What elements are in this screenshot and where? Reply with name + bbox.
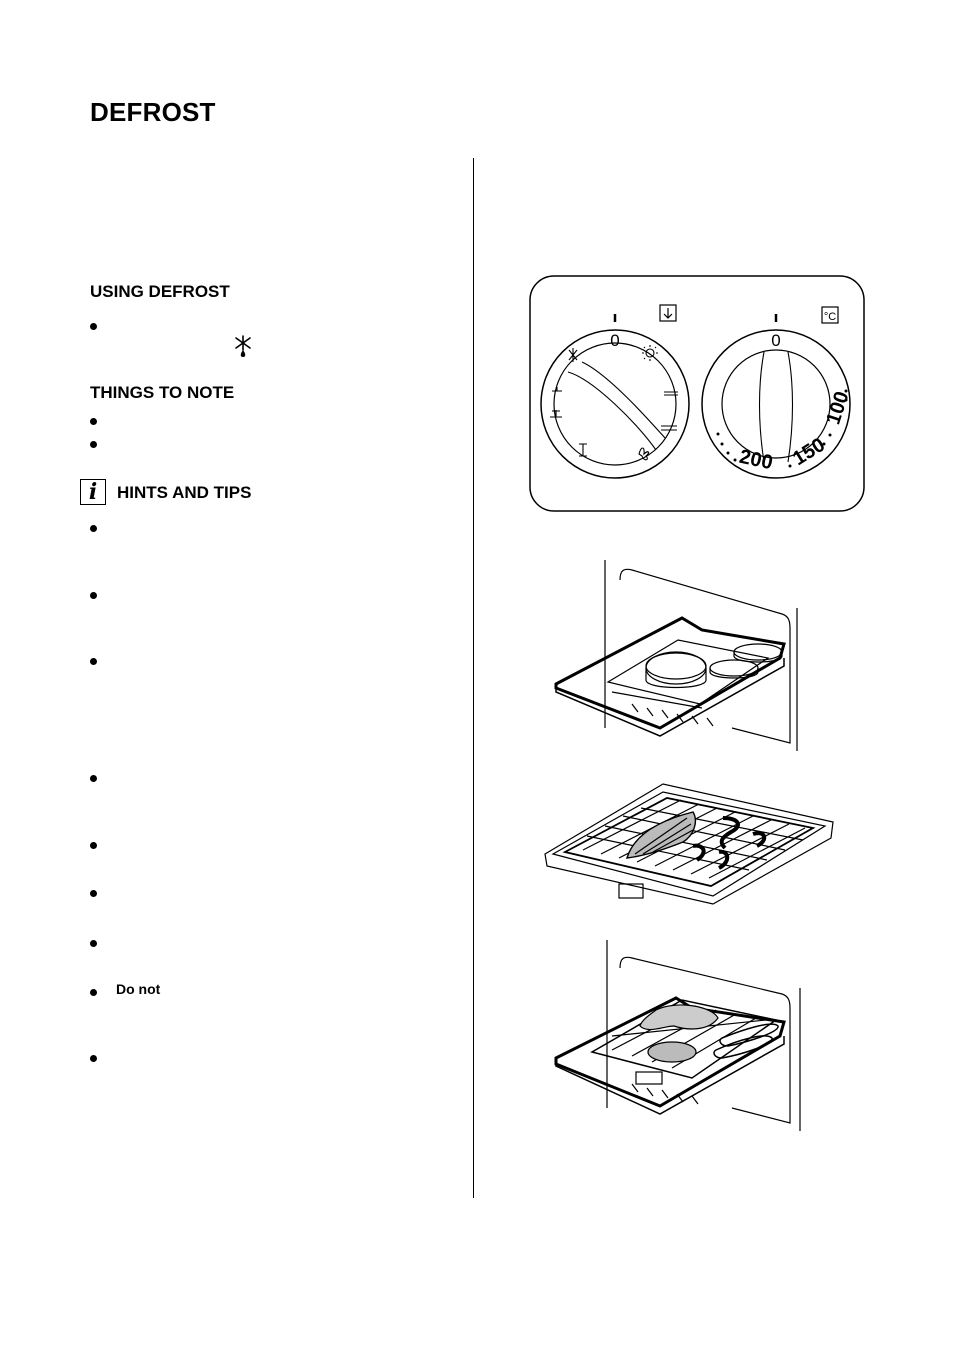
things-to-note-heading: THINGS TO NOTE (90, 383, 235, 402)
defrost-icon (235, 335, 251, 357)
temperature-knob-zero: 0 (771, 331, 780, 350)
scale-dots (716, 389, 848, 468)
control-panel-illustration: 0 °C 0 200 150 100 (529, 275, 865, 512)
defrost-symbol-icon (568, 348, 578, 362)
info-icon: i (80, 479, 106, 505)
temperature-indicator-icon (821, 306, 839, 324)
function-knob-ring (540, 329, 690, 479)
bottom-heat-icon (552, 387, 562, 392)
hint-bullet-8: Do not (90, 982, 160, 998)
scale-label-150: 150 (789, 434, 829, 470)
fan-icon (638, 447, 650, 461)
scale-label-100: 100 (822, 389, 853, 428)
using-defrost-heading: USING DEFROST (90, 282, 230, 301)
grill-icon (664, 391, 678, 396)
function-knob (553, 342, 677, 466)
using-bullet-1 (90, 318, 97, 332)
svg-text:°C: °C (824, 311, 836, 323)
fan-bottom-icon (550, 410, 562, 418)
function-indicator-icon (659, 304, 677, 322)
do-not-text: Do not (116, 981, 161, 997)
hint-bullet-2 (90, 587, 97, 601)
temperature-knob (721, 349, 831, 459)
hints-and-tips-heading: HINTS AND TIPS (117, 483, 252, 502)
oven-grill-illustration (554, 940, 801, 1131)
function-knob-zero: 0 (610, 331, 619, 350)
light-icon (645, 348, 655, 358)
column-divider (473, 158, 474, 1198)
note-bullet-2 (90, 436, 97, 450)
note-bullet-1 (90, 413, 97, 427)
fan-grill-icon (579, 443, 587, 457)
hint-bullet-7 (90, 935, 97, 949)
hint-bullet-1 (90, 520, 97, 534)
hint-bullet-9 (90, 1050, 97, 1064)
page-title: DEFROST (90, 97, 216, 127)
top-bottom-heat-icon (661, 425, 677, 431)
hint-bullet-3 (90, 653, 97, 667)
hint-bullet-6 (90, 885, 97, 899)
hint-bullet-5 (90, 837, 97, 851)
grill-tray-illustration (544, 783, 834, 905)
hint-bullet-4 (90, 770, 97, 784)
oven-tray-illustration (554, 560, 798, 751)
temperature-knob-ring (701, 329, 851, 479)
